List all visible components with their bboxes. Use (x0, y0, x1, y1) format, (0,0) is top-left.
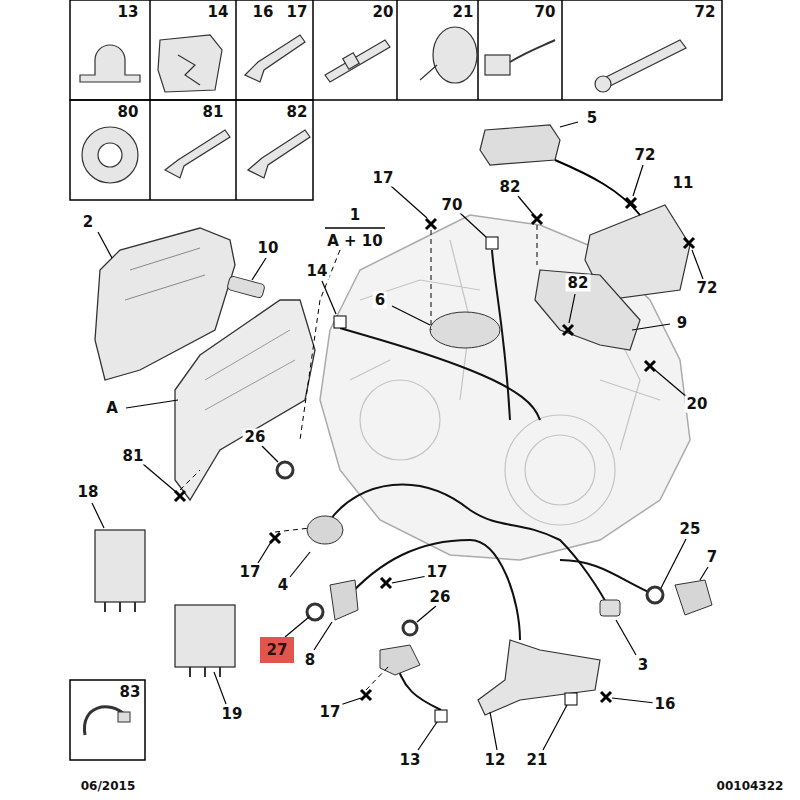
callout-number: 10 (256, 240, 281, 257)
callout-number: 9 (675, 315, 689, 332)
callout-number: 14 (305, 263, 330, 280)
callout-number: 4 (276, 577, 290, 594)
callout-number: 13 (116, 4, 141, 21)
callout-number: 72 (695, 280, 720, 297)
callout-number: 11 (671, 175, 696, 192)
assembly-number: 1 (348, 207, 362, 224)
callout-number: 14 (206, 4, 231, 21)
callout-number: 72 (693, 4, 718, 21)
callout-number: 20 (685, 396, 710, 413)
callout-number: 5 (585, 110, 599, 127)
reference-number: 00104322 (715, 778, 786, 795)
callout-number: 82 (285, 104, 310, 121)
callout-number: 6 (373, 292, 387, 309)
callout-number: 82 (566, 275, 591, 292)
callout-number: 7 (705, 549, 719, 566)
callout-number: 18 (76, 484, 101, 501)
callout-number: 8 (303, 652, 317, 669)
callout-number: 16 (653, 696, 678, 713)
callout-number: 19 (220, 706, 245, 723)
callout-number: 20 (371, 4, 396, 21)
callout-number: 3 (636, 657, 650, 674)
assembly-note: A + 10 (325, 233, 385, 250)
date-stamp: 06/2015 (79, 778, 137, 795)
callout-number: 72 (633, 147, 658, 164)
callout-letter: A (104, 400, 120, 417)
callout-number: 25 (678, 521, 703, 538)
callout-number: 21 (451, 4, 476, 21)
callout-number: 81 (121, 448, 146, 465)
callout-number: 17 (425, 564, 450, 581)
callout-number: 17 (371, 170, 396, 187)
callout-number: 2 (81, 214, 95, 231)
callout-number: 16 (251, 4, 276, 21)
callout-number: 17 (318, 704, 343, 721)
callout-number: 80 (116, 104, 141, 121)
callout-number: 26 (243, 429, 268, 446)
callout-number: 13 (398, 752, 423, 769)
callout-number: 26 (428, 589, 453, 606)
callout-number: 17 (285, 4, 310, 21)
callout-number: 12 (483, 752, 508, 769)
callout-number: 82 (498, 179, 523, 196)
callout-number: 83 (118, 684, 143, 701)
callout-number: 70 (440, 197, 465, 214)
callout-number: 21 (525, 752, 550, 769)
callout-number: 17 (238, 564, 263, 581)
callout-number: 70 (533, 4, 558, 21)
callout-number: 27 (267, 642, 288, 659)
callout-number: 81 (201, 104, 226, 121)
highlight-box: 27 (260, 637, 294, 663)
